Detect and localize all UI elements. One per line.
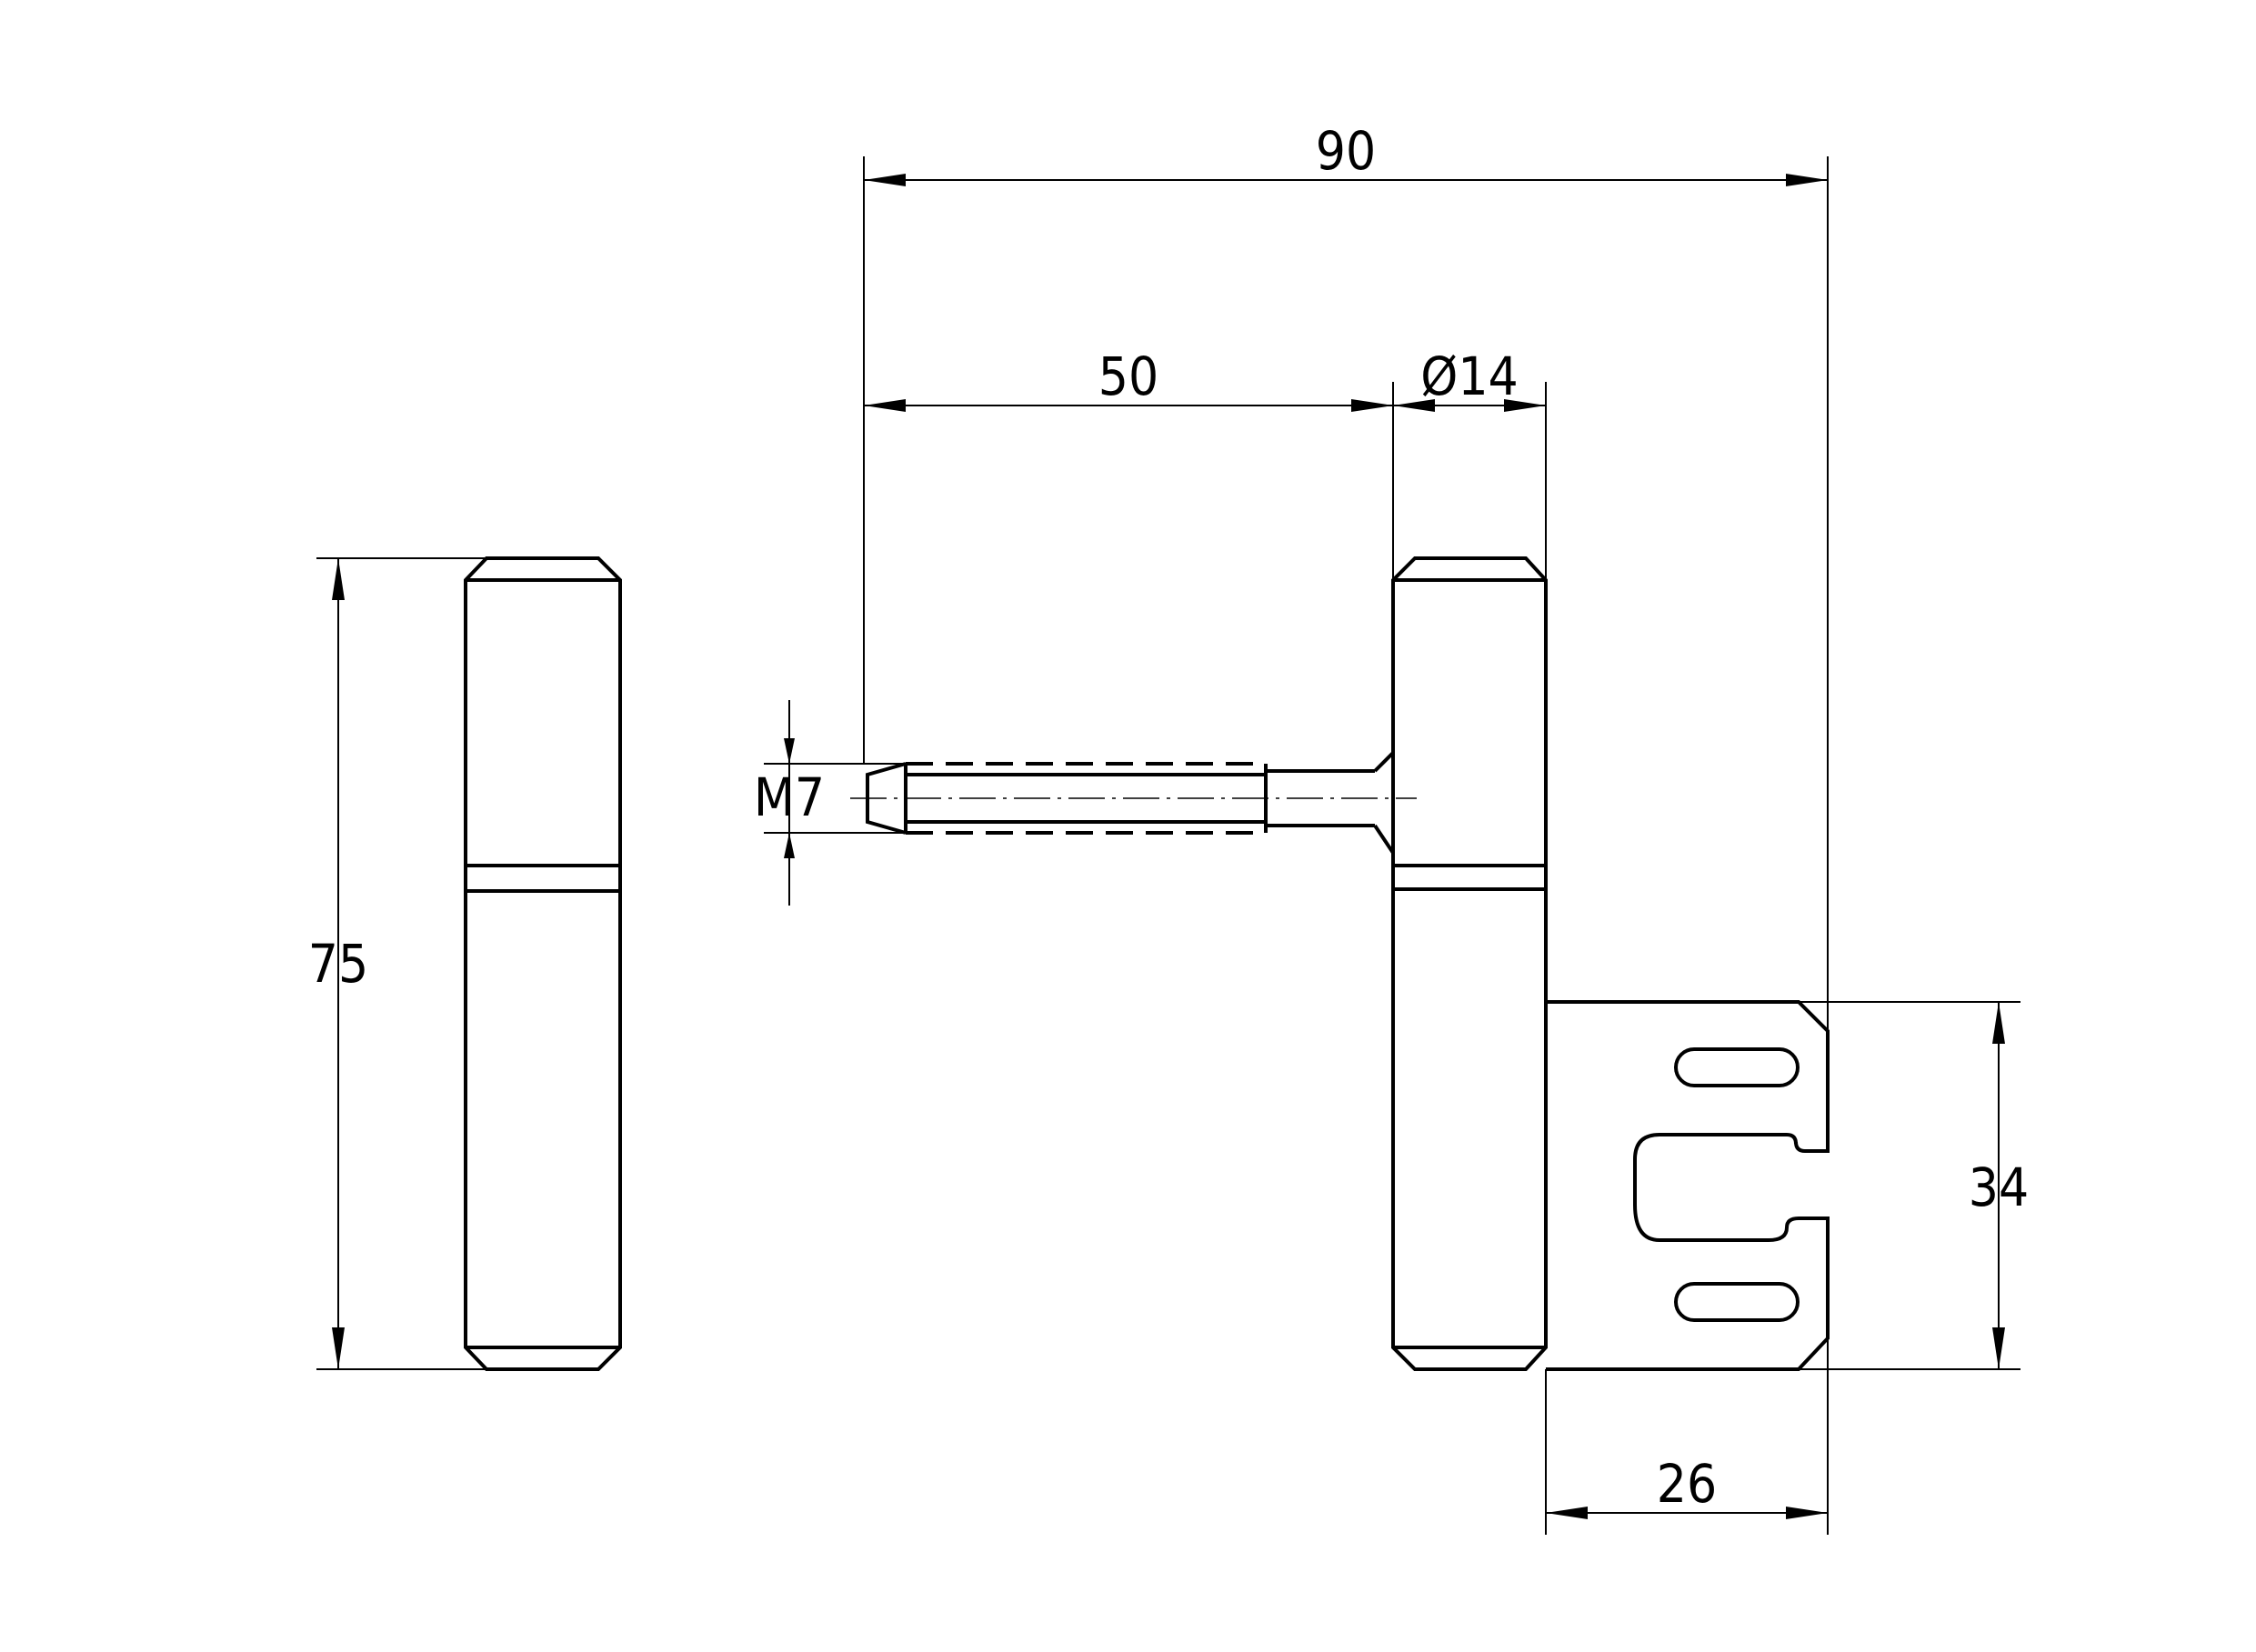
- dimension-34-label: 34: [1969, 1156, 2029, 1218]
- dimension-26-label: 26: [1657, 1453, 1717, 1515]
- dimension-m7: M7: [754, 700, 906, 906]
- mounting-plate: [1546, 1000, 1830, 1371]
- right-barrel: [1391, 556, 1548, 1371]
- dimension-m7-label: M7: [754, 766, 825, 828]
- dimension-50: 50: [864, 345, 1394, 580]
- dimension-26: 26: [1545, 1338, 1829, 1535]
- left-barrel: [464, 556, 622, 1371]
- dimension-34: 34: [1799, 1001, 2029, 1370]
- lower-slot: [1674, 1282, 1800, 1322]
- dimension-75: 75: [308, 557, 486, 1370]
- dimension-90-label: 90: [1316, 120, 1376, 182]
- dimension-90: 90: [863, 120, 1829, 1029]
- dimension-diameter-14: Ø14: [1393, 345, 1547, 580]
- upper-slot: [1674, 1047, 1800, 1087]
- dimension-75-label: 75: [308, 933, 368, 995]
- threaded-pin: [850, 748, 1417, 859]
- dimension-50-label: 50: [1098, 345, 1158, 407]
- dimension-diameter-14-label: Ø14: [1420, 345, 1518, 407]
